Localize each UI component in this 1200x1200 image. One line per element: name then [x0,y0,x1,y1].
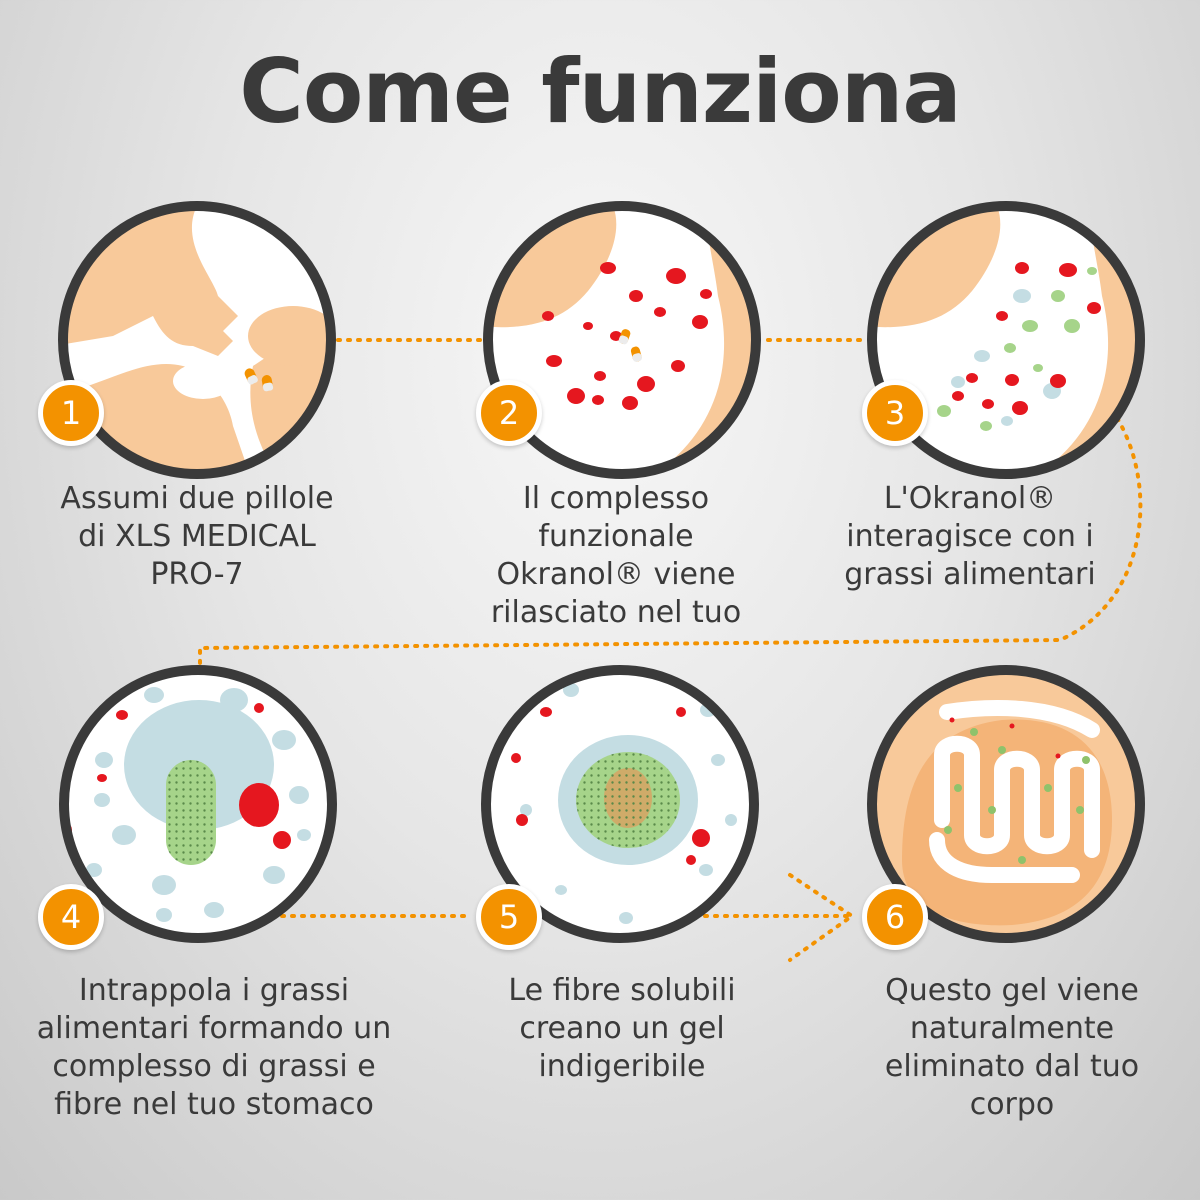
caption-line: rilasciato nel tuo [490,595,742,630]
caption-line: L'Okranol® [883,481,1057,516]
step-6-illustration [862,660,1150,948]
caption-line: Okranol® viene [496,557,736,592]
step-1-badge: 1 [38,380,104,446]
step-3-caption: L'Okranol® interagisce con i grassi alim… [780,480,1160,594]
caption-line: di XLS MEDICAL [78,519,316,554]
caption-line: interagisce con i [846,519,1094,554]
step-2-badge: 2 [476,380,542,446]
step-6-badge: 6 [862,884,928,950]
caption-line: complesso di grassi e [52,1049,376,1084]
caption-line: alimentari formando un [36,1011,392,1046]
caption-line: eliminato dal tuo [884,1049,1140,1084]
caption-line: Questo gel viene [885,973,1139,1008]
caption-line: naturalmente [909,1011,1115,1046]
step-3-badge: 3 [862,380,928,446]
caption-line: Il complesso [522,481,710,516]
step-5-illustration [476,660,764,948]
step-1-caption: Assumi due pillole di XLS MEDICAL PRO-7 [7,480,387,594]
step-4-illustration [54,660,342,948]
step-2-illustration [478,196,766,484]
caption-line: grassi alimentari [844,557,1096,592]
step-6-caption: Questo gel viene naturalmente eliminato … [822,972,1200,1124]
caption-line: PRO-7 [150,557,244,592]
step-2-caption: Il complesso funzionale Okranol® viene r… [426,480,806,632]
step-1-illustration [53,196,341,484]
caption-line: creano un gel [519,1011,725,1046]
step-5-badge: 5 [476,884,542,950]
caption-line: fibre nel tuo stomaco [54,1087,374,1122]
caption-line: indigeribile [538,1049,706,1084]
step-3-illustration [862,196,1150,484]
step-4-badge: 4 [38,884,104,950]
page-title: Come funziona [239,40,962,143]
step-4-caption: Intrappola i grassi alimentari formando … [24,972,404,1124]
step-5-caption: Le fibre solubili creano un gel indigeri… [432,972,812,1086]
caption-line: funzionale [538,519,694,554]
caption-line: corpo [969,1087,1055,1122]
caption-line: Assumi due pillole [60,481,334,516]
caption-line: Le fibre solubili [508,973,736,1008]
caption-line: Intrappola i grassi [78,973,350,1008]
